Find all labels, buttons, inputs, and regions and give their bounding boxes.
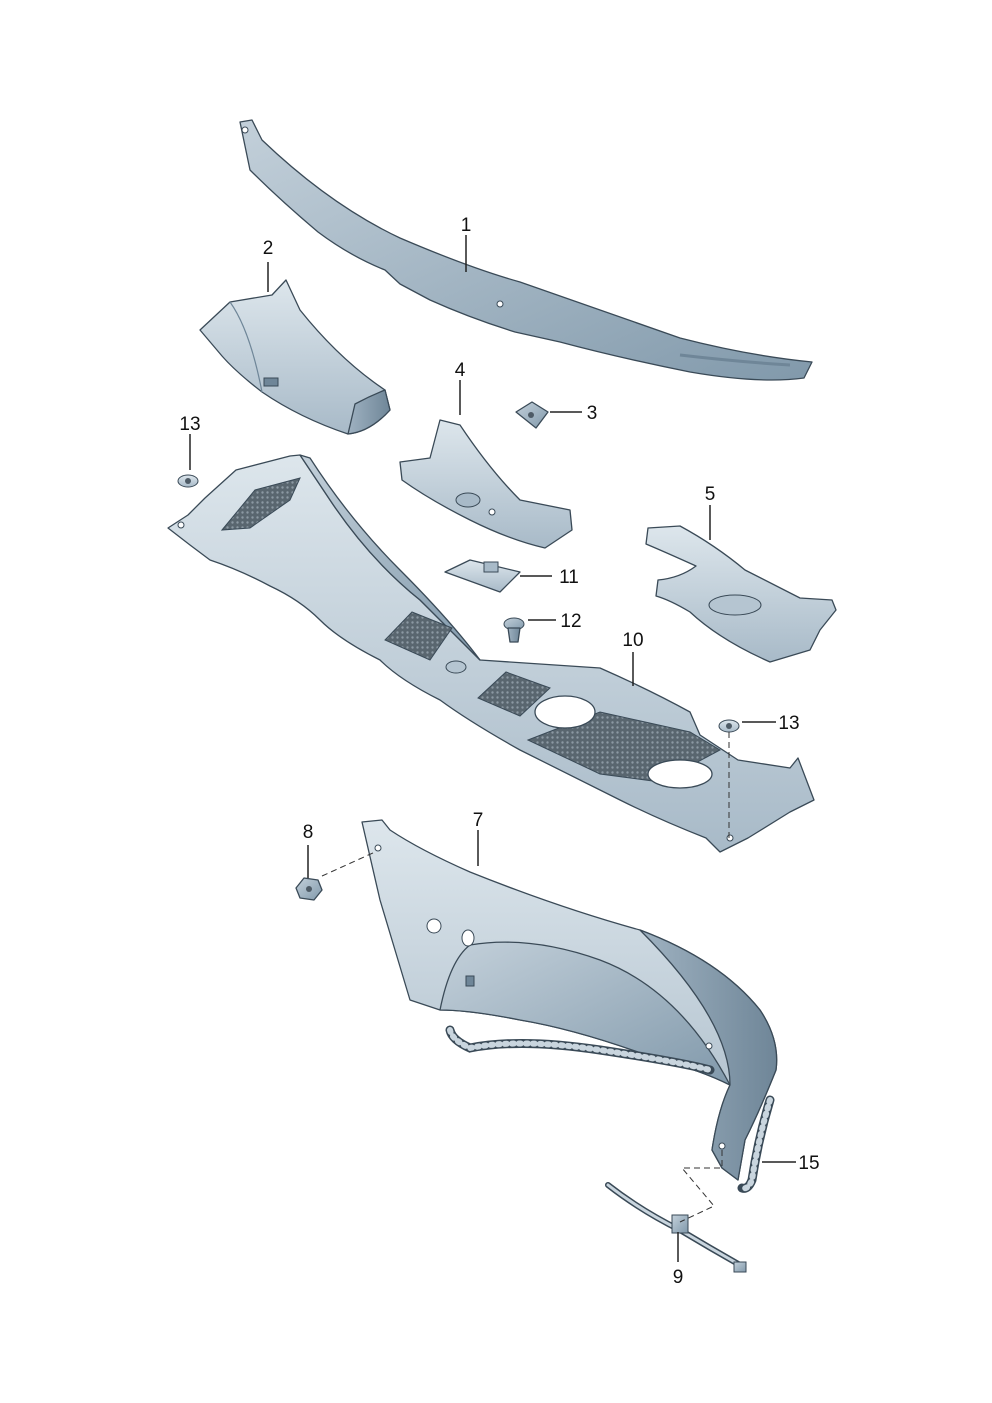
callout-4: 4 bbox=[455, 360, 466, 381]
callout-8: 8 bbox=[303, 822, 314, 843]
callout-11: 11 bbox=[559, 567, 579, 588]
part-13-grommet-right bbox=[718, 719, 740, 733]
grille-center bbox=[384, 611, 453, 661]
part-2-duct-cover bbox=[199, 279, 391, 435]
callout-13-left: 13 bbox=[179, 414, 200, 435]
callout-7: 7 bbox=[473, 810, 484, 831]
callout-3: 3 bbox=[587, 403, 598, 424]
leader-lines bbox=[189, 235, 796, 1262]
part-4-center-cover bbox=[399, 419, 573, 549]
callout-1: 1 bbox=[461, 215, 472, 236]
callout-13-right: 13 bbox=[778, 713, 799, 734]
part-10-plenum-panel bbox=[167, 454, 815, 853]
part-11-cover-plate bbox=[444, 559, 521, 593]
part-12-push-clip bbox=[503, 617, 525, 643]
part-5-right-cover bbox=[645, 525, 837, 663]
part-8-nut bbox=[295, 877, 323, 901]
part-7-bulkhead-panel bbox=[361, 819, 778, 1181]
grille-left bbox=[220, 477, 301, 531]
callout-9: 9 bbox=[673, 1267, 684, 1288]
callout-12: 12 bbox=[560, 611, 581, 632]
callout-10: 10 bbox=[622, 630, 643, 651]
callout-labels: 1 2 3 4 5 7 8 9 10 11 12 13 13 15 bbox=[179, 215, 819, 1288]
callout-2: 2 bbox=[263, 238, 274, 259]
part-15-seal-strip bbox=[445, 1025, 775, 1193]
part-1-seal-strip bbox=[239, 119, 813, 381]
grille-mid bbox=[477, 671, 551, 717]
part-13-grommet-left bbox=[177, 474, 199, 488]
part-9-cable-tie bbox=[605, 1182, 747, 1273]
part-3-clip-nut bbox=[515, 401, 549, 429]
callout-5: 5 bbox=[705, 484, 716, 505]
assembly-lines bbox=[321, 732, 730, 1223]
callout-15: 15 bbox=[798, 1153, 819, 1174]
